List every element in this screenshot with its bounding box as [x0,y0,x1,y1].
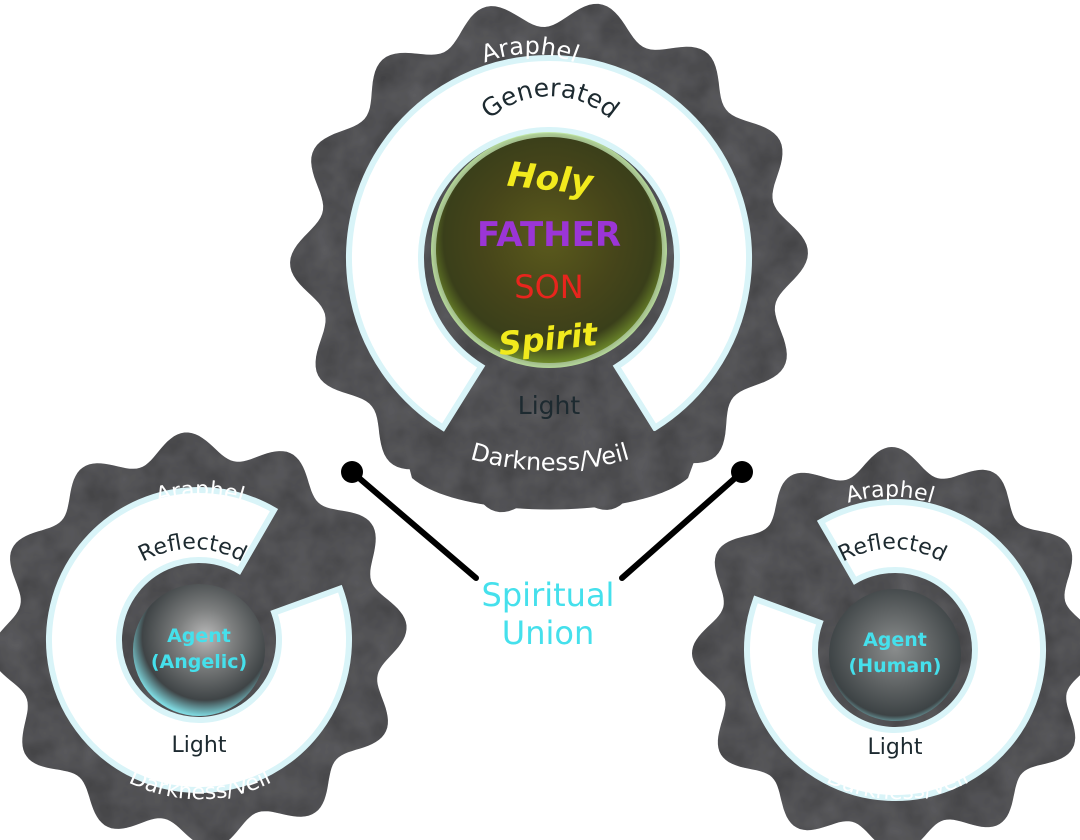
top-darkness-veil-band [402,425,702,510]
top-core-sphere [436,137,662,363]
core-father: FATHER [477,215,621,255]
left-light-glow [46,487,352,793]
right-agent-label: Agent [863,629,927,651]
right-connector-node [731,461,753,483]
top-sphere-group: Araphel Generated Holy FATHER SON Spirit… [290,3,808,513]
left-sphere-group: Araphel Reflected Agent (Angelic) Light … [0,432,407,840]
right-core-sphere [829,589,961,721]
left-agent-type-label: (Angelic) [151,651,247,673]
left-light-label: Light [172,733,227,758]
top-light-label: Light [518,391,581,420]
union-line-2: Union [502,614,594,652]
core-holy: Holy [505,155,596,204]
core-son: SON [514,268,583,306]
right-light-glow [744,499,1046,801]
left-core-sphere [133,584,265,716]
right-agent-type-label: (Human) [849,655,942,677]
top-light-glow [346,55,752,432]
right-light-label: Light [868,735,923,760]
union-line-1: Spiritual [482,576,615,614]
left-connector-line [349,469,479,581]
union-connectors [341,461,753,581]
left-agent-label: Agent [167,625,231,647]
right-connector-line [619,469,745,581]
left-connector-node [341,461,363,483]
right-sphere-group: Araphel Reflected Agent (Human) Light Da… [692,447,1080,840]
spiritual-union-label: Spiritual Union [482,576,615,652]
